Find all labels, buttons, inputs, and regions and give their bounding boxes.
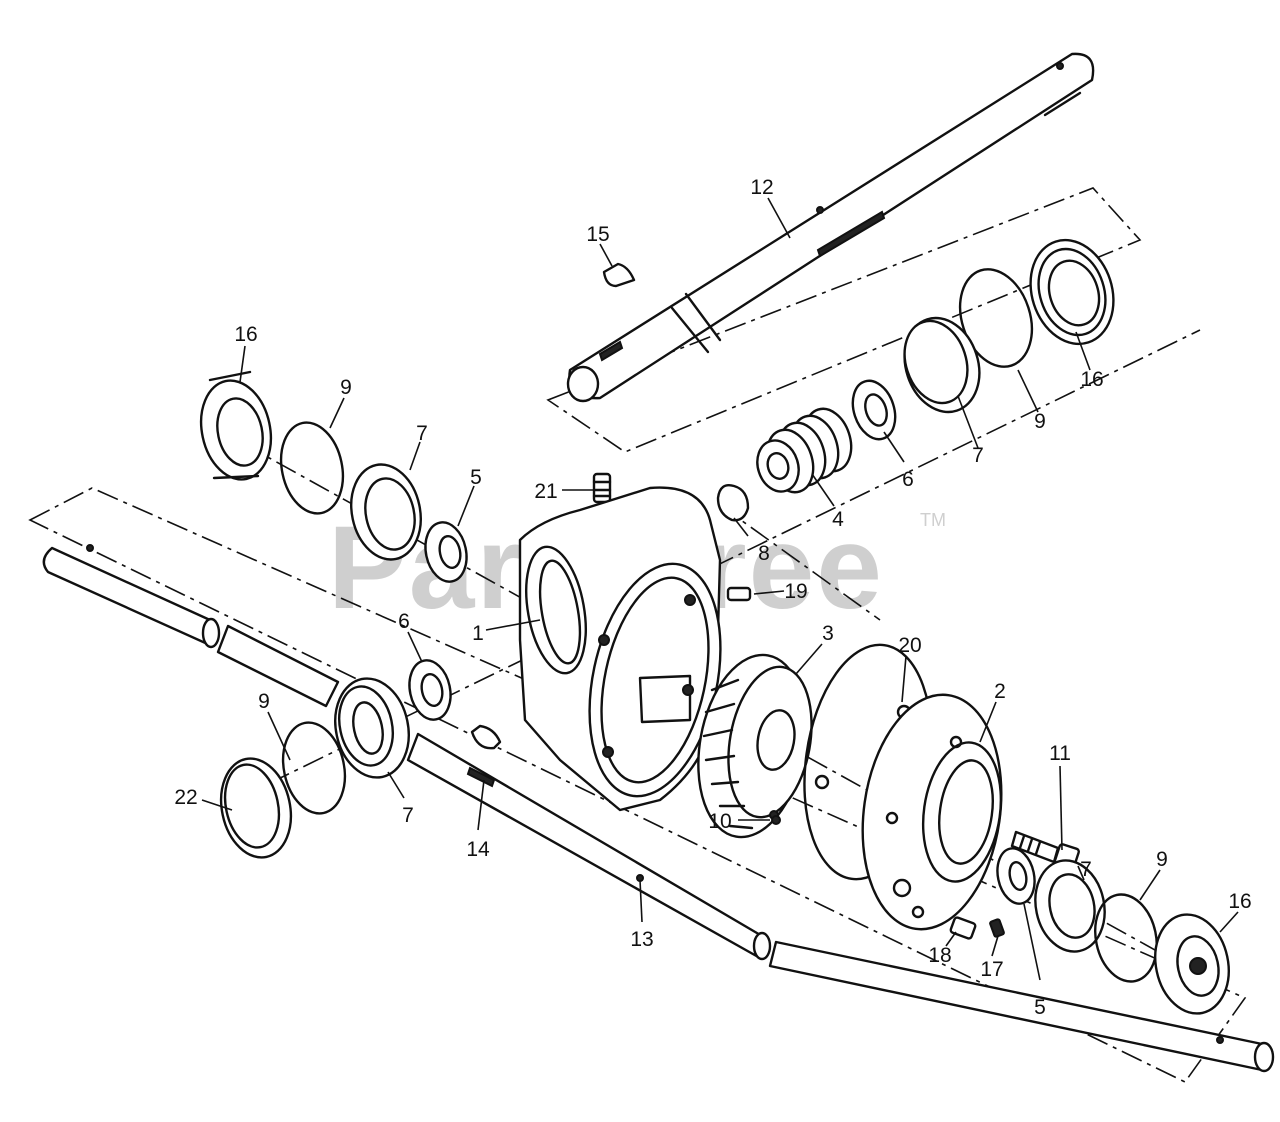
callout-19: 19 xyxy=(784,580,807,603)
callout-9-lower-left: 9 xyxy=(258,690,270,713)
callout-6-lower: 6 xyxy=(398,610,410,633)
part-4-worm-gear xyxy=(756,407,853,494)
part-14-key xyxy=(470,724,502,750)
callout-10: 10 xyxy=(708,810,731,833)
callout-20: 20 xyxy=(898,634,921,657)
callout-6-upper: 6 xyxy=(902,468,914,491)
part-9-ring-right xyxy=(1094,893,1158,983)
part-6-cone-upper xyxy=(851,379,897,441)
part-9-ring-lower xyxy=(281,721,347,815)
callout-16-upper-left: 16 xyxy=(234,323,257,346)
callout-7-upper-left: 7 xyxy=(416,422,428,445)
callout-labels: 15 12 16 9 7 5 21 8 4 6 7 9 16 19 1 6 3 … xyxy=(174,176,1251,1019)
part-7-cup-left xyxy=(350,463,422,561)
part-18-plug xyxy=(949,916,977,940)
callout-13: 13 xyxy=(630,928,653,951)
callout-2: 2 xyxy=(994,680,1006,703)
part-5-cone-right xyxy=(996,847,1036,905)
callout-12: 12 xyxy=(750,176,773,199)
part-7-cup-right xyxy=(1034,859,1106,953)
part-3-bevel-gear xyxy=(697,653,813,839)
callout-21: 21 xyxy=(534,480,557,503)
part-1-housing xyxy=(518,486,722,812)
callout-11: 11 xyxy=(1049,742,1071,765)
part-7-cup-upper xyxy=(903,316,981,414)
part-19-fitting xyxy=(726,586,752,602)
part-9-ring-upper xyxy=(958,268,1034,368)
part-15-key xyxy=(602,262,636,288)
callout-8: 8 xyxy=(758,542,770,565)
callout-5-lower-right: 5 xyxy=(1034,996,1046,1019)
callout-4: 4 xyxy=(832,508,844,531)
callout-22: 22 xyxy=(174,786,197,809)
part-17-pin xyxy=(989,918,1005,938)
part-16-bearing-upper xyxy=(1029,238,1115,346)
part-16-bearing-right xyxy=(1154,913,1230,1015)
callout-9-upper-left: 9 xyxy=(340,376,352,399)
callout-16-upper-right: 16 xyxy=(1080,368,1103,391)
part-9-ring-left xyxy=(279,421,345,515)
callout-18: 18 xyxy=(928,944,951,967)
callout-3: 3 xyxy=(822,622,834,645)
callout-1: 1 xyxy=(472,622,484,645)
callout-7-lower-left: 7 xyxy=(402,804,414,827)
callout-7-lower-right: 7 xyxy=(1080,858,1092,881)
part-10-ball xyxy=(771,815,781,825)
leader-lines xyxy=(201,197,1239,981)
part-22-seal xyxy=(219,757,293,859)
callout-16-lower-right: 16 xyxy=(1228,890,1251,913)
callout-7-upper-right: 7 xyxy=(972,444,984,467)
callout-9-upper-right: 9 xyxy=(1034,410,1046,433)
part-7-cup-lower xyxy=(334,677,410,779)
callout-9-lower-right: 9 xyxy=(1156,848,1168,871)
callout-14: 14 xyxy=(466,838,490,861)
part-13-lower-shaft xyxy=(42,544,1275,1073)
part-12-upper-shaft xyxy=(566,52,1095,403)
callout-5-upper-left: 5 xyxy=(470,466,482,489)
callout-15: 15 xyxy=(586,223,609,246)
watermark-trademark: TM xyxy=(920,510,946,530)
callout-17: 17 xyxy=(980,958,1003,981)
part-2-cover xyxy=(861,693,1003,931)
part-5-cone-left xyxy=(424,521,468,583)
part-6-cone-lower xyxy=(408,659,452,721)
part-16-bearing-left xyxy=(199,370,273,481)
part-8-gasket xyxy=(716,484,750,522)
